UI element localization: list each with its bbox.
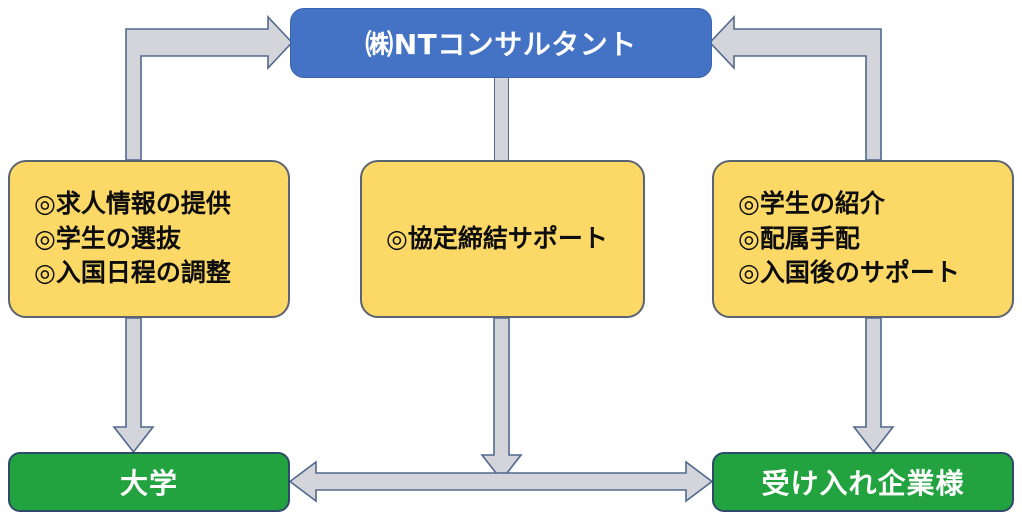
node-host-company[interactable]: 受け入れ企業様 xyxy=(712,452,1014,512)
service-line: ◎配属手配 xyxy=(738,223,860,253)
node-agreement-services[interactable]: ◎協定締結サポート xyxy=(360,160,645,318)
node-university-services[interactable]: ◎求人情報の提供 ◎学生の選抜 ◎入国日程の調整 xyxy=(8,160,290,318)
arrow-company-services-to-company xyxy=(852,317,895,454)
arrow-university-company-bidirectional xyxy=(288,460,714,503)
node-university[interactable]: 大学 xyxy=(8,452,290,512)
service-line: ◎入国日程の調整 xyxy=(34,258,231,288)
service-line: ◎求人情報の提供 xyxy=(34,189,231,219)
arrow-university-services-to-university xyxy=(112,317,155,454)
node-university-label: 大学 xyxy=(119,467,178,500)
node-company-services[interactable]: ◎学生の紹介 ◎配属手配 ◎入国後のサポート xyxy=(712,160,1014,318)
service-line: ◎入国後のサポート xyxy=(738,258,960,288)
arrow-right-elbow-to-consultant xyxy=(708,14,882,161)
line-consultant-to-agreement xyxy=(494,78,509,162)
service-line: ◎学生の選抜 xyxy=(34,223,181,253)
arrow-left-elbow-to-consultant xyxy=(125,14,294,161)
node-consultant-label: ㈱NTコンサルタント xyxy=(365,28,637,61)
node-host-company-label: 受け入れ企業様 xyxy=(761,467,965,500)
node-university-services-lines: ◎求人情報の提供 ◎学生の選抜 ◎入国日程の調整 xyxy=(10,187,231,291)
node-consultant[interactable]: ㈱NTコンサルタント xyxy=(290,8,712,78)
node-agreement-services-lines: ◎協定締結サポート xyxy=(362,222,608,257)
node-company-services-lines: ◎学生の紹介 ◎配属手配 ◎入国後のサポート xyxy=(714,187,960,291)
service-line: ◎学生の紹介 xyxy=(738,189,885,219)
arrow-agreement-to-center xyxy=(480,317,523,482)
service-line: ◎協定締結サポート xyxy=(386,223,608,253)
